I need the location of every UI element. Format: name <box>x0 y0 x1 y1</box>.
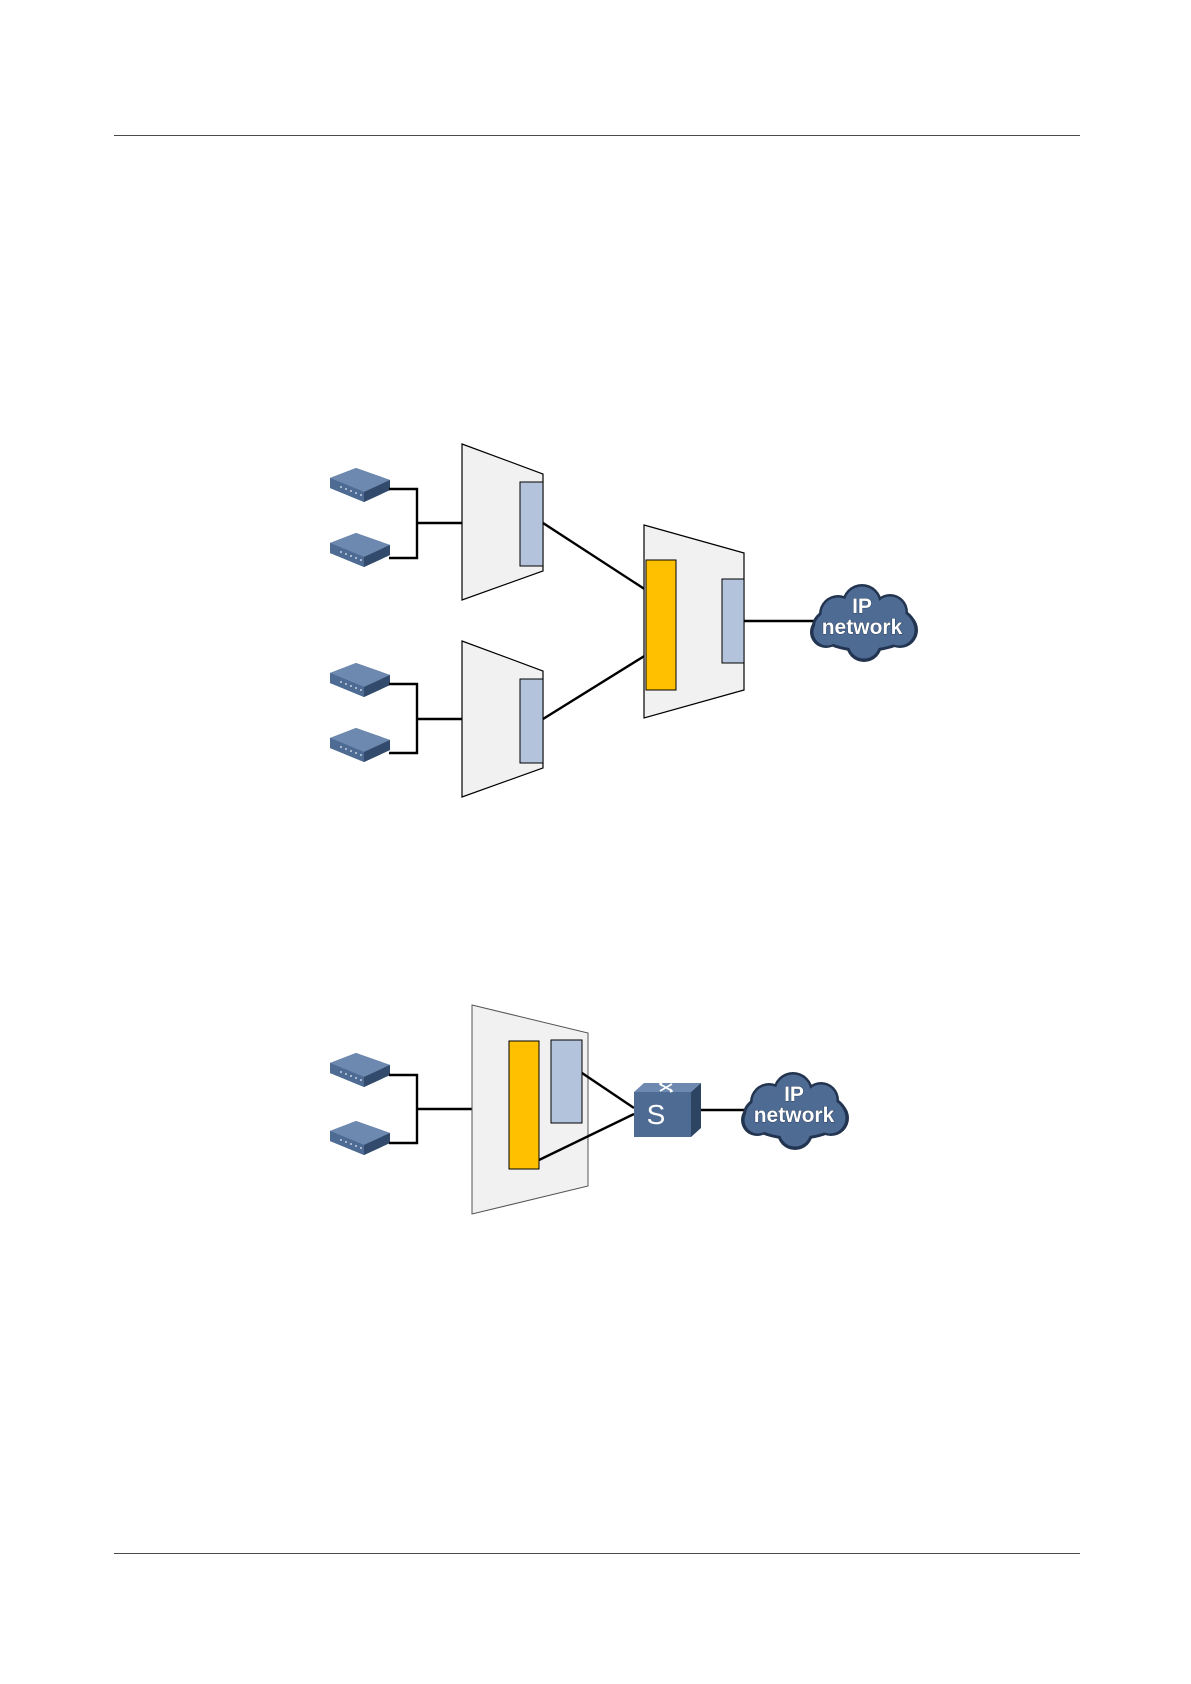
ip-network-cloud: IP network <box>741 1072 849 1150</box>
switch-icon: S <box>634 1083 701 1137</box>
device-link <box>389 684 462 753</box>
modem-icon <box>330 533 390 567</box>
control-board <box>509 1041 539 1169</box>
device-link <box>389 1075 472 1143</box>
uplink-board <box>551 1040 582 1123</box>
device-link <box>389 489 462 558</box>
cloud-label-line2: network <box>754 1104 835 1127</box>
service-board <box>520 679 543 763</box>
ip-network-cloud: IP network <box>810 584 918 662</box>
cloud-label-line1: IP <box>852 595 872 618</box>
modem-icon <box>330 728 390 762</box>
uplink-line <box>543 523 646 719</box>
control-board <box>646 560 676 690</box>
modem-icon <box>330 1053 390 1087</box>
cloud-label-line2: network <box>822 616 903 639</box>
switch-label: S <box>647 1099 666 1130</box>
modem-icon <box>330 1121 390 1155</box>
cloud-label-line1: IP <box>784 1083 804 1106</box>
uplink-board <box>722 579 744 663</box>
modem-icon <box>330 663 390 697</box>
modem-icon <box>330 468 390 502</box>
service-board <box>520 482 543 566</box>
